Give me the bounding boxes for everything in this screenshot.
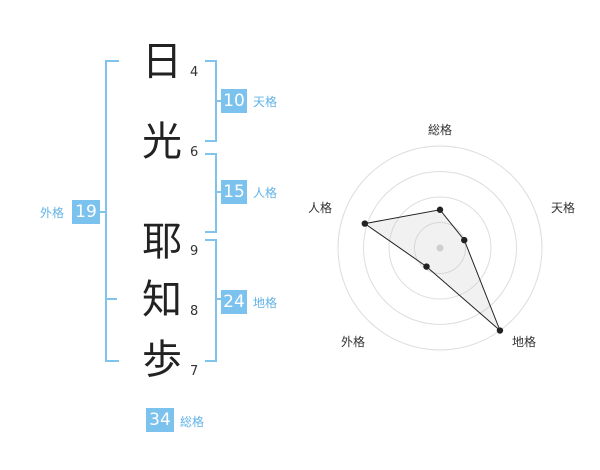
name-char-1: 日 xyxy=(142,39,182,85)
axis-label-jinkaku: 人格 xyxy=(308,200,332,215)
radar-points xyxy=(361,206,504,334)
chikaku-bracket-tick xyxy=(216,298,222,300)
gaikaku-value-badge: 19 xyxy=(72,200,100,224)
radar-point-3 xyxy=(496,327,504,334)
chikaku-value-badge: 24 xyxy=(221,290,247,314)
gaikaku-bracket xyxy=(105,60,119,362)
stroke-count-4: 8 xyxy=(190,304,199,319)
soukaku-label: 総格 xyxy=(180,415,205,429)
radar-polygon xyxy=(363,209,501,331)
name-char-4: 知 xyxy=(142,277,182,323)
name-char-2: 光 xyxy=(142,119,182,165)
radar-ring-1 xyxy=(414,222,466,274)
radar-ring-2 xyxy=(388,196,492,300)
stroke-count-5: 7 xyxy=(190,364,199,379)
chikaku-bracket xyxy=(205,239,217,362)
stroke-count-2: 6 xyxy=(190,145,199,160)
name-char-3: 耶 xyxy=(142,219,182,265)
gaikaku-split-tick xyxy=(105,298,117,300)
name-char-5: 歩 xyxy=(142,337,182,383)
radar-center-dot xyxy=(436,244,444,252)
axis-label-soukaku: 総格 xyxy=(428,122,452,137)
stroke-count-1: 4 xyxy=(190,65,199,80)
chikaku-label: 地格 xyxy=(253,296,278,310)
tenkaku-value-badge: 10 xyxy=(221,89,247,113)
jinkaku-bracket xyxy=(205,153,217,233)
radar-ring-3 xyxy=(363,171,517,325)
jinkaku-value-badge: 15 xyxy=(221,180,247,204)
jinkaku-label: 人格 xyxy=(253,186,278,200)
axis-label-gaikaku: 外格 xyxy=(341,334,365,349)
tenkaku-label: 天格 xyxy=(253,95,278,109)
radar-rings xyxy=(337,145,543,351)
radar-point-4 xyxy=(423,263,430,270)
tenkaku-bracket-tick xyxy=(216,100,222,102)
radar-point-5 xyxy=(361,220,369,227)
stroke-count-3: 9 xyxy=(190,244,199,259)
jinkaku-bracket-tick xyxy=(216,191,222,193)
gaikaku-label: 外格 xyxy=(40,206,65,220)
radar-ring-4 xyxy=(337,145,543,351)
axis-label-chikaku: 地格 xyxy=(512,334,536,349)
soukaku-value-badge: 34 xyxy=(146,408,174,432)
axis-label-tenkaku: 天格 xyxy=(551,200,575,215)
radar-point-2 xyxy=(461,236,468,244)
radar-point-1 xyxy=(436,206,444,213)
